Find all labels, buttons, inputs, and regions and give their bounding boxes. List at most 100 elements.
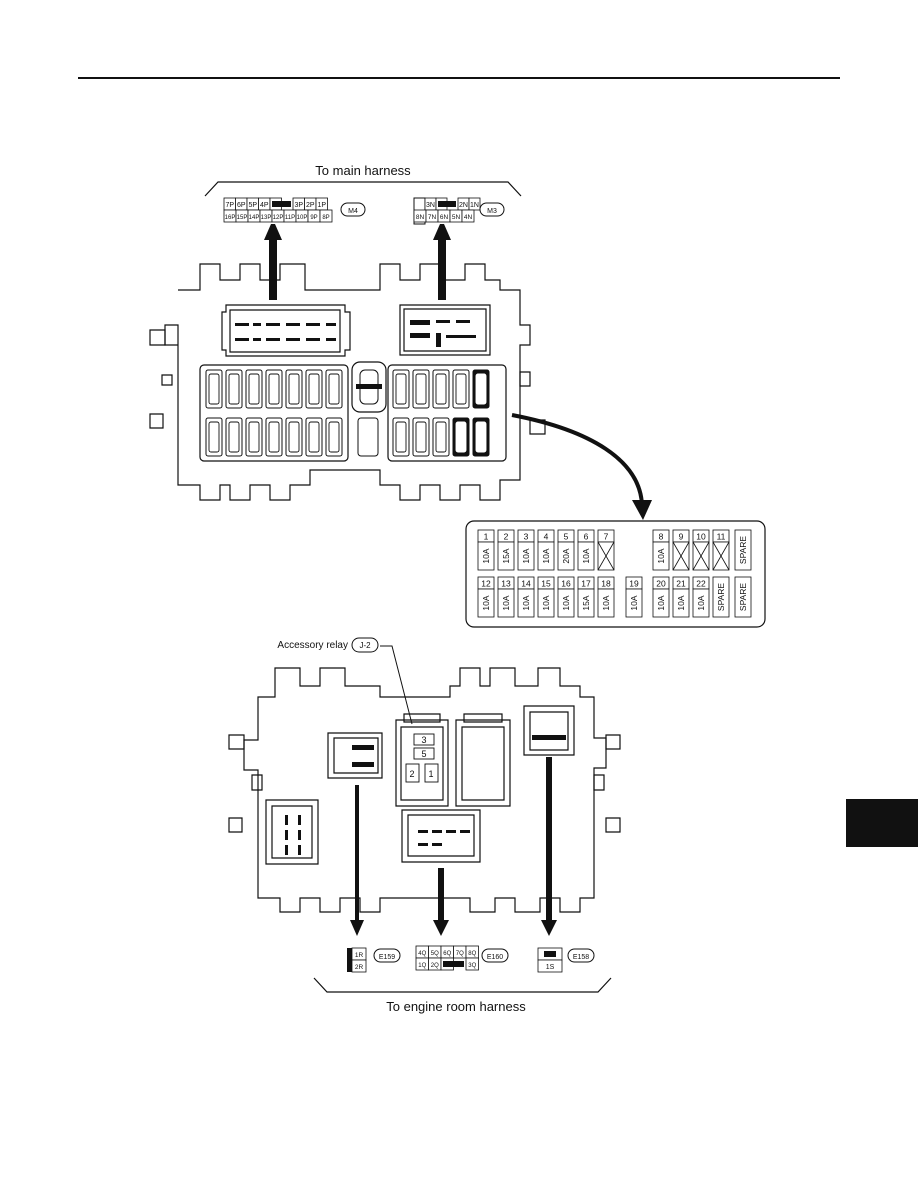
- fuse-rating: 20A: [561, 548, 571, 563]
- fuse-socket: [325, 417, 343, 457]
- svg-text:10P: 10P: [297, 215, 308, 221]
- fuse-socket: [205, 369, 223, 409]
- connector-e158-id: E158: [573, 954, 589, 961]
- svg-text:12P: 12P: [273, 215, 284, 221]
- fuse-rating: 10A: [521, 548, 531, 563]
- fuse-number: 4: [544, 532, 549, 542]
- m3-pin: 7N: [425, 209, 439, 223]
- svg-text:2N: 2N: [459, 202, 468, 209]
- svg-text:14P: 14P: [249, 215, 260, 221]
- m4-pin: 4P: [258, 197, 271, 211]
- fuse-number: 20: [656, 579, 666, 589]
- m4-pin: 8P: [319, 209, 333, 223]
- fuse-number: 14: [521, 579, 531, 589]
- fuse-rating: 10A: [481, 548, 491, 563]
- m4-pin: 9P: [307, 209, 321, 223]
- fuse-number: 17: [581, 579, 591, 589]
- fuse-socket: [452, 369, 470, 409]
- svg-text:5: 5: [421, 749, 426, 759]
- fuse-rating: SPARE: [738, 536, 748, 565]
- fuse-rating: 10A: [656, 548, 666, 563]
- m4-pin: [269, 197, 291, 211]
- fuse-number: 18: [601, 579, 611, 589]
- fuse-socket: [225, 369, 243, 409]
- svg-text:16P: 16P: [225, 215, 236, 221]
- fuse-cell: 7: [597, 529, 615, 571]
- fuse-number: 8: [659, 532, 664, 542]
- e160-pin: 7Q: [453, 945, 467, 959]
- fuse-number: 13: [501, 579, 511, 589]
- relay-leader-line: [380, 645, 413, 725]
- connector-e158: 1S E158: [537, 947, 595, 973]
- arrow-e160: [433, 868, 449, 936]
- m3-pin: [435, 197, 456, 211]
- m3-pin: 3N: [424, 197, 437, 211]
- svg-text:3N: 3N: [426, 202, 435, 209]
- svg-text:2: 2: [409, 769, 414, 779]
- svg-text:6N: 6N: [440, 214, 449, 221]
- fuse-socket: [305, 369, 323, 409]
- svg-text:8P: 8P: [322, 215, 329, 221]
- svg-text:1: 1: [428, 769, 433, 779]
- fuse-number: 22: [696, 579, 706, 589]
- fuse-rating: 15A: [501, 548, 511, 563]
- arrow-m4: [264, 224, 282, 300]
- fuse-socket: [205, 417, 223, 457]
- svg-text:5N: 5N: [452, 214, 461, 221]
- m3-pin: 2N: [457, 197, 470, 211]
- fuse-rating: 10A: [656, 595, 666, 610]
- fuse-cell: 14 10A: [517, 576, 535, 618]
- connector-pin-slots-bottom: [285, 735, 566, 855]
- m4-pin: 6P: [235, 197, 248, 211]
- m4-pin: 10P: [295, 209, 309, 223]
- e160-pin: [440, 957, 464, 971]
- fuse-socket: [325, 369, 343, 409]
- fuse-socket: [245, 369, 263, 409]
- svg-text:11P: 11P: [285, 215, 295, 221]
- fuse-cell: 3 10A: [517, 529, 535, 571]
- relay-j2-pins: 3 5 2 1: [405, 733, 439, 783]
- fuse-number: 5: [564, 532, 569, 542]
- fuse-rating: 10A: [521, 595, 531, 610]
- fuse-rating: 10A: [481, 595, 491, 610]
- svg-text:5P: 5P: [248, 202, 257, 209]
- fuse-cell: 8 10A: [652, 529, 670, 571]
- m4-pin: 14P: [247, 209, 261, 223]
- svg-text:7Q: 7Q: [456, 951, 464, 957]
- connector-e159-id: E159: [379, 954, 395, 961]
- fuse-number: 2: [504, 532, 509, 542]
- fuse-rating: 10A: [501, 595, 511, 610]
- fuse-socket: [285, 369, 303, 409]
- main-harness-label: To main harness: [315, 163, 411, 178]
- fuse-number: 3: [524, 532, 529, 542]
- connector-m3-id: M3: [487, 208, 497, 215]
- m4-pin: 7P: [223, 197, 236, 211]
- fuse-block-housing-bottom: [228, 667, 621, 913]
- e160-pin: 5Q: [428, 945, 442, 959]
- m3-pin: 1N: [468, 197, 481, 211]
- svg-text:6P: 6P: [237, 202, 246, 209]
- svg-text:8N: 8N: [416, 214, 425, 221]
- section-tab: [846, 799, 918, 847]
- m4-pin: 5P: [246, 197, 259, 211]
- svg-text:2Q: 2Q: [431, 963, 439, 969]
- m4-pin: 13P: [259, 209, 273, 223]
- svg-text:4N: 4N: [464, 214, 473, 221]
- fuse-sockets: [199, 361, 507, 462]
- m4-pin: 11P: [283, 209, 297, 223]
- m4-pin: 2P: [304, 197, 317, 211]
- e160-pin: 4Q: [415, 945, 429, 959]
- fuse-rating: SPARE: [716, 583, 726, 612]
- arrow-e158: [541, 757, 557, 936]
- fuse-number: 11: [717, 532, 726, 542]
- m4-pin: 3P: [292, 197, 305, 211]
- fuse-socket: [392, 369, 410, 409]
- fuse-cell: SPARE: [712, 576, 730, 618]
- m4-pin: 16P: [223, 209, 237, 223]
